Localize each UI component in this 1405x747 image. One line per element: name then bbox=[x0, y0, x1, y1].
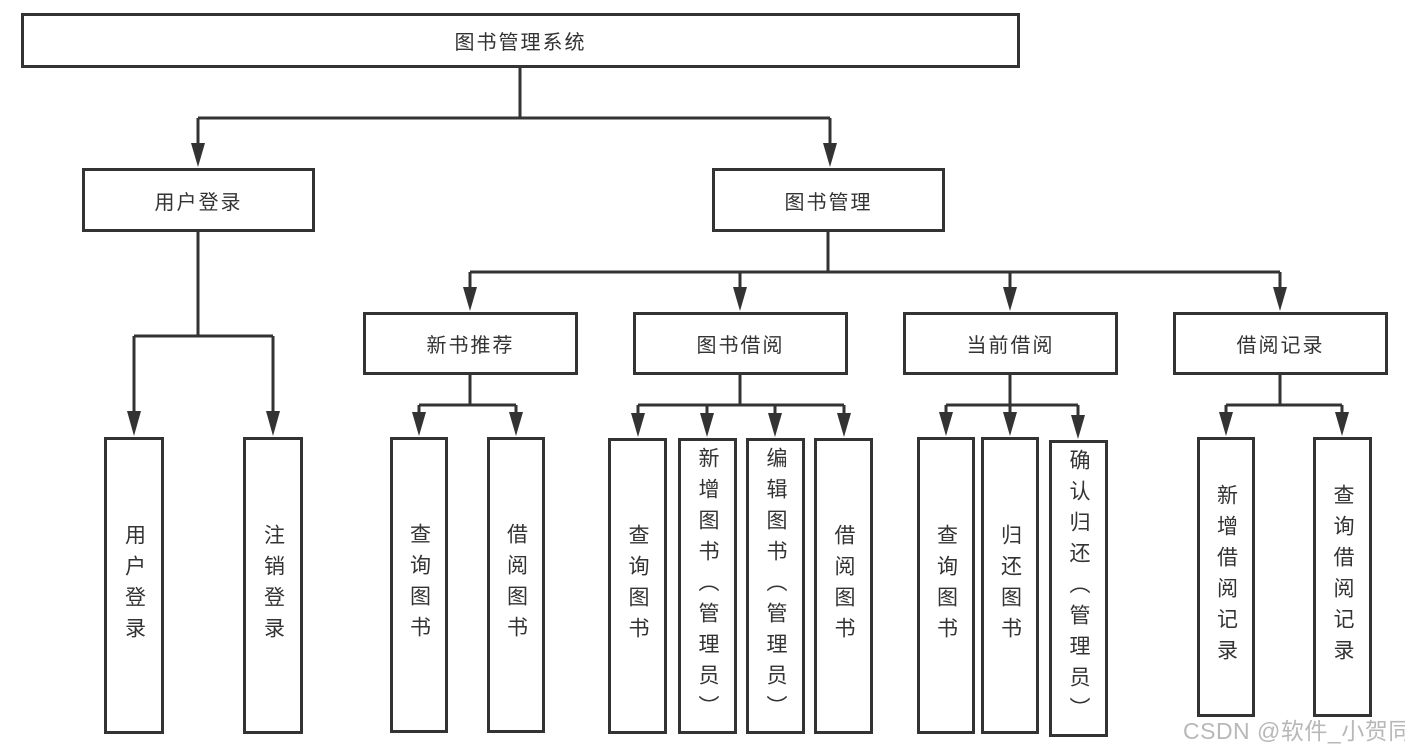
arrow-down-icon bbox=[1003, 412, 1017, 436]
csdn-watermark: CSDN @软件_小贺同学 bbox=[1183, 718, 1405, 744]
node-return-books: 归还图书 bbox=[981, 437, 1039, 734]
node-book-management: 图书管理 bbox=[712, 168, 945, 232]
node-label: 当前借阅 bbox=[966, 335, 1055, 357]
node-label: 查询图书 bbox=[626, 524, 649, 648]
arrow-down-icon bbox=[191, 143, 205, 167]
node-query-books-borrow: 查询图书 bbox=[608, 438, 667, 734]
arrow-down-icon bbox=[412, 412, 426, 436]
connector-root-to-level2 bbox=[196, 66, 832, 148]
node-label: 借阅图书 bbox=[504, 523, 528, 647]
node-label: 图书管理 bbox=[784, 191, 873, 214]
node-label: 新增借阅记录 bbox=[1214, 484, 1238, 670]
node-user-login: 用户登录 bbox=[82, 168, 315, 232]
node-current-borrowing: 当前借阅 bbox=[903, 312, 1118, 375]
node-label: 查询借阅记录 bbox=[1331, 484, 1354, 670]
arrow-down-icon bbox=[1071, 415, 1085, 439]
node-add-borrow-record: 新增借阅记录 bbox=[1197, 437, 1255, 717]
arrowheads-level3 bbox=[463, 287, 1287, 311]
node-label: 查询图书 bbox=[934, 523, 958, 648]
arrowheads-user-login bbox=[127, 411, 280, 436]
connector-new-book-to-leaves bbox=[417, 375, 518, 416]
node-book-borrowing: 图书借阅 bbox=[633, 312, 848, 375]
arrow-down-icon bbox=[768, 413, 782, 437]
node-label: 借阅记录 bbox=[1236, 335, 1325, 357]
node-label: 新书推荐 bbox=[426, 335, 515, 357]
node-label: 注销登录 bbox=[261, 523, 285, 648]
node-label: 确认归还（管理员） bbox=[1067, 449, 1090, 728]
arrow-down-icon bbox=[1273, 287, 1287, 311]
arrow-down-icon bbox=[700, 413, 714, 437]
node-query-books-current: 查询图书 bbox=[917, 437, 975, 734]
node-edit-books-admin: 编辑图书（管理员） bbox=[746, 438, 805, 734]
node-library-management-system: 图书管理系统 bbox=[21, 13, 1020, 68]
connector-book-management-to-level3 bbox=[468, 232, 1282, 292]
node-logout-action: 注销登录 bbox=[243, 437, 303, 734]
node-borrow-books-recommend: 借阅图书 bbox=[487, 437, 545, 733]
node-query-borrow-record: 查询借阅记录 bbox=[1313, 437, 1372, 717]
arrow-down-icon bbox=[823, 143, 837, 167]
connector-book-borrowing-to-leaves bbox=[636, 375, 846, 416]
arrow-down-icon bbox=[939, 412, 953, 436]
arrow-down-icon bbox=[1003, 287, 1017, 311]
node-label: 用户登录 bbox=[122, 523, 146, 648]
arrowheads-borrowing-records bbox=[1219, 412, 1349, 436]
arrow-down-icon bbox=[127, 411, 141, 436]
arrowheads-book-borrowing bbox=[631, 413, 851, 437]
arrowheads-current-borrowing bbox=[939, 412, 1085, 439]
arrowheads-new-book bbox=[412, 412, 523, 436]
arrow-down-icon bbox=[631, 413, 645, 437]
node-label: 借阅图书 bbox=[832, 524, 855, 648]
node-label: 查询图书 bbox=[407, 523, 431, 647]
node-label: 归还图书 bbox=[998, 523, 1022, 648]
node-query-books-recommend: 查询图书 bbox=[390, 437, 448, 733]
arrow-down-icon bbox=[1219, 412, 1233, 436]
node-label: 编辑图书（管理员） bbox=[764, 446, 787, 726]
arrow-down-icon bbox=[463, 287, 477, 311]
node-user-login-action: 用户登录 bbox=[104, 437, 164, 734]
arrow-down-icon bbox=[266, 411, 280, 436]
node-label: 图书借阅 bbox=[696, 335, 785, 357]
arrow-down-icon bbox=[509, 412, 523, 436]
connector-current-borrowing-to-leaves bbox=[944, 375, 1080, 418]
arrow-down-icon bbox=[837, 413, 851, 437]
arrow-down-icon bbox=[1335, 412, 1349, 436]
node-new-book-recommendation: 新书推荐 bbox=[363, 312, 578, 375]
node-label: 新增图书（管理员） bbox=[696, 446, 719, 726]
node-label: 用户登录 bbox=[154, 191, 243, 214]
connector-borrowing-records-to-leaves bbox=[1224, 375, 1344, 416]
arrow-down-icon bbox=[733, 287, 747, 311]
node-borrowing-records: 借阅记录 bbox=[1173, 312, 1388, 375]
connector-user-login-to-leaves bbox=[132, 232, 275, 414]
arrowheads-root-to-level2 bbox=[191, 143, 837, 167]
node-label: 图书管理系统 bbox=[454, 32, 587, 54]
node-add-books-admin: 新增图书（管理员） bbox=[678, 438, 737, 734]
node-borrow-books: 借阅图书 bbox=[814, 438, 873, 734]
node-confirm-return-admin: 确认归还（管理员） bbox=[1049, 440, 1108, 737]
